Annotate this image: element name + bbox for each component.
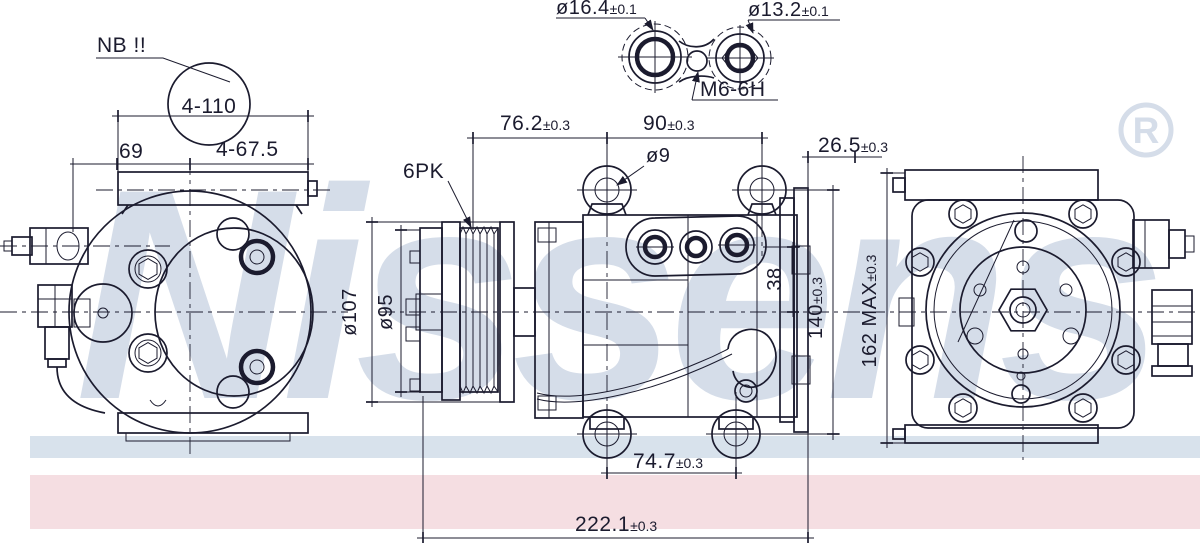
- front-inner-housing: [154, 227, 314, 397]
- dim-lug-hole: ø9: [616, 145, 670, 186]
- dim-90-tol: ±0.3: [667, 117, 694, 133]
- nb-note-callout: NB !! 4-110: [96, 34, 251, 146]
- dim-76-2: 76.2±0.3: [467, 112, 768, 230]
- dim-140-label: 140±0.3: [805, 277, 827, 339]
- dim-74-7-tol: ±0.3: [676, 455, 703, 471]
- port-large-dia: ø16.4: [556, 0, 610, 19]
- dim-port-large: ø16.4±0.1: [556, 0, 654, 31]
- dim-74-7-label: 74.7±0.3: [633, 450, 703, 473]
- belt-label: 6PK: [403, 160, 444, 183]
- pink-band: [30, 475, 1200, 529]
- dim-76-2-tol: ±0.3: [543, 117, 570, 133]
- dim-pulley-od: ø107: [339, 217, 500, 407]
- dim-162-tol: ±0.3: [863, 254, 879, 281]
- rear-view: [868, 156, 1200, 460]
- dim-26-5-label: 26.5±0.3: [818, 134, 888, 157]
- dim-26-5-tol: ±0.3: [861, 139, 888, 155]
- m6-thread-hole: [686, 50, 708, 72]
- dim-76-2-label: 76.2±0.3: [500, 112, 570, 135]
- front-coil-bolts: [216, 217, 276, 409]
- front-view: [0, 158, 348, 458]
- side-view: [378, 158, 872, 472]
- front-left-port: [73, 283, 133, 343]
- front-electrical-connector: [37, 284, 106, 414]
- dim-162-value: 162 MAX: [859, 282, 881, 368]
- discharge-port: [706, 25, 774, 91]
- dim-222-1-value: 222.1: [575, 513, 630, 536]
- dim-162: 162 MAX±0.3: [859, 168, 905, 448]
- front-bottom-mount: [117, 399, 309, 442]
- pulley-od-label: ø107: [339, 288, 361, 336]
- dim-67-5-label: 4-67.5: [216, 138, 279, 161]
- dim-140: 140±0.3: [762, 185, 840, 440]
- front-valve-fitting: [3, 227, 89, 265]
- port-large-label: ø16.4±0.1: [556, 0, 637, 19]
- clutch-wire: [536, 328, 777, 403]
- suction-port: [618, 21, 692, 93]
- nb-note-label: NB !!: [97, 34, 146, 57]
- dim-90-value: 90: [643, 112, 667, 135]
- dim-140-value: 140: [805, 304, 827, 339]
- rear-bottom-mount-bar: [892, 424, 1099, 444]
- dim-90-label: 90±0.3: [643, 112, 695, 135]
- dim-69-and-67-5: 69 4-67.5: [70, 138, 314, 232]
- dim-26-5-value: 26.5: [818, 134, 861, 157]
- balloon-label: 4-110: [182, 95, 237, 118]
- rear-top-mount-bar: [892, 169, 1099, 201]
- blue-band: [30, 436, 1200, 458]
- dim-26-5: 26.5±0.3: [802, 134, 888, 543]
- clutch-od-label: ø95: [375, 294, 397, 330]
- port-small-label: ø13.2±0.1: [748, 0, 829, 21]
- port-fitting-detail: [618, 21, 774, 93]
- dim-222-1: 222.1±0.3: [417, 396, 814, 543]
- port-boss-side: [625, 215, 767, 277]
- rear-body-circle: [925, 212, 1121, 408]
- dim-69-label: 69: [119, 140, 143, 163]
- dim-222-1-tol: ±0.3: [630, 518, 657, 534]
- dim-140-tol: ±0.3: [809, 277, 825, 304]
- port-large-tol: ±0.1: [610, 1, 637, 17]
- rear-center-nut: [998, 288, 1048, 332]
- dim-74-7-value: 74.7: [633, 450, 676, 473]
- port-small-tol: ±0.1: [802, 3, 829, 19]
- dim-clutch-od: ø95: [375, 225, 420, 397]
- rear-upper-fitting: [1132, 219, 1195, 269]
- rear-small-holes: [966, 260, 1080, 381]
- registered-trademark-icon: R: [1118, 102, 1174, 158]
- port-small-dia: ø13.2: [748, 0, 802, 21]
- dim-74-7: 74.7±0.3: [601, 442, 742, 479]
- dim-thread: M6-6H: [691, 71, 778, 101]
- dim-222-1-label: 222.1±0.3: [575, 513, 657, 536]
- balloon-circle: [167, 62, 251, 146]
- thread-label: M6-6H: [700, 78, 766, 101]
- dimensions: NB !! 4-110 69 4-67.5 ø16.4±0.1: [70, 0, 905, 543]
- side-top-lugs: [576, 159, 793, 221]
- dim-38: 38: [763, 242, 800, 317]
- rear-connector: [898, 289, 1193, 377]
- dim-38-label: 38: [764, 267, 786, 290]
- dim-port-small: ø13.2±0.1: [745, 0, 840, 34]
- lug-hole-label: ø9: [646, 145, 670, 167]
- registered-r: R: [1133, 110, 1160, 151]
- dim-belt: 6PK: [403, 160, 472, 228]
- side-bottom-lugs: [576, 403, 767, 465]
- background-bands: [30, 436, 1200, 529]
- dim-76-2-value: 76.2: [500, 112, 543, 135]
- dim-162-label: 162 MAX±0.3: [859, 254, 881, 367]
